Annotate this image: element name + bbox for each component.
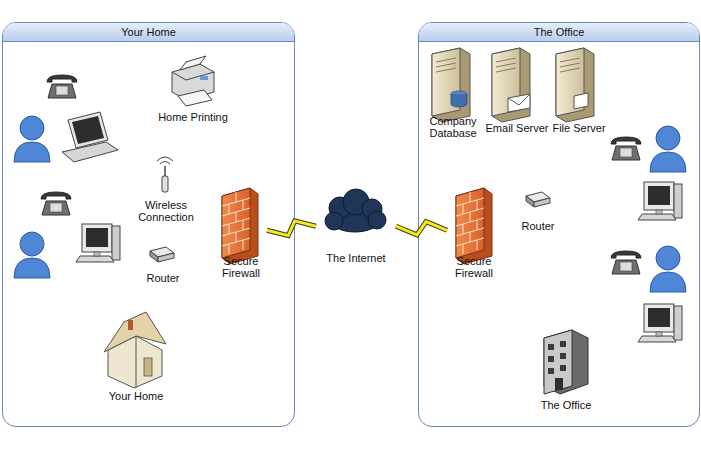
device-node: Secure Firewall (215, 187, 267, 279)
link-outline (267, 221, 316, 236)
device-label-box: Secure Firewall (209, 255, 273, 279)
device-label-box: Your Home (90, 390, 182, 402)
device-label: Wireless Connection (122, 199, 210, 223)
link-bolt (396, 222, 447, 235)
device-node: Secure Firewall (447, 187, 501, 279)
device-label: The Office (541, 399, 592, 411)
device-label: Secure Firewall (209, 255, 273, 279)
device-node: File Server (547, 45, 611, 134)
device-label: Secure Firewall (441, 255, 507, 279)
device-label-box: Company Database (415, 115, 491, 139)
lightning-link (396, 222, 447, 235)
panel-header: The Office (419, 23, 699, 42)
device-label-box: The Office (523, 399, 609, 411)
device-node: Router (139, 241, 187, 284)
device-label-box: Router (509, 220, 567, 232)
device-node: Your Home (96, 313, 176, 402)
device-label: Company Database (415, 115, 491, 139)
device-label-box: Email Server (479, 122, 555, 134)
device-label-box: File Server (541, 122, 617, 134)
device-label-box: Home Printing (145, 111, 241, 123)
panel-title: The Office (534, 26, 585, 38)
panel-title: Your Home (121, 26, 176, 38)
device-node: Router (515, 187, 561, 232)
device-node: Wireless Connection (128, 157, 204, 223)
device-label: Your Home (109, 390, 164, 402)
link-outline (396, 222, 447, 235)
location-panel: Your HomeHome PrintingWireless Connectio… (2, 22, 295, 427)
device-label: Router (146, 272, 179, 284)
device-label: The Internet (326, 252, 385, 264)
device-label-box: Wireless Connection (122, 199, 210, 223)
device-node: Home Printing (151, 53, 235, 123)
device-label-box: Router (133, 272, 193, 284)
device-label-box: The Internet (310, 252, 402, 264)
device-label: Email Server (486, 122, 549, 134)
device-label: Router (521, 220, 554, 232)
lightning-link (267, 221, 316, 236)
panel-header: Your Home (3, 23, 294, 42)
device-label: Home Printing (158, 111, 228, 123)
device-node: The Internet (316, 186, 396, 264)
device-node: Company Database (421, 45, 485, 139)
device-node: The Office (529, 323, 603, 411)
device-node: Email Server (485, 45, 549, 134)
device-label-box: Secure Firewall (441, 255, 507, 279)
device-label: File Server (552, 122, 605, 134)
link-bolt (267, 221, 316, 236)
location-panel: The OfficeCompany DatabaseEmail ServerFi… (418, 22, 700, 427)
